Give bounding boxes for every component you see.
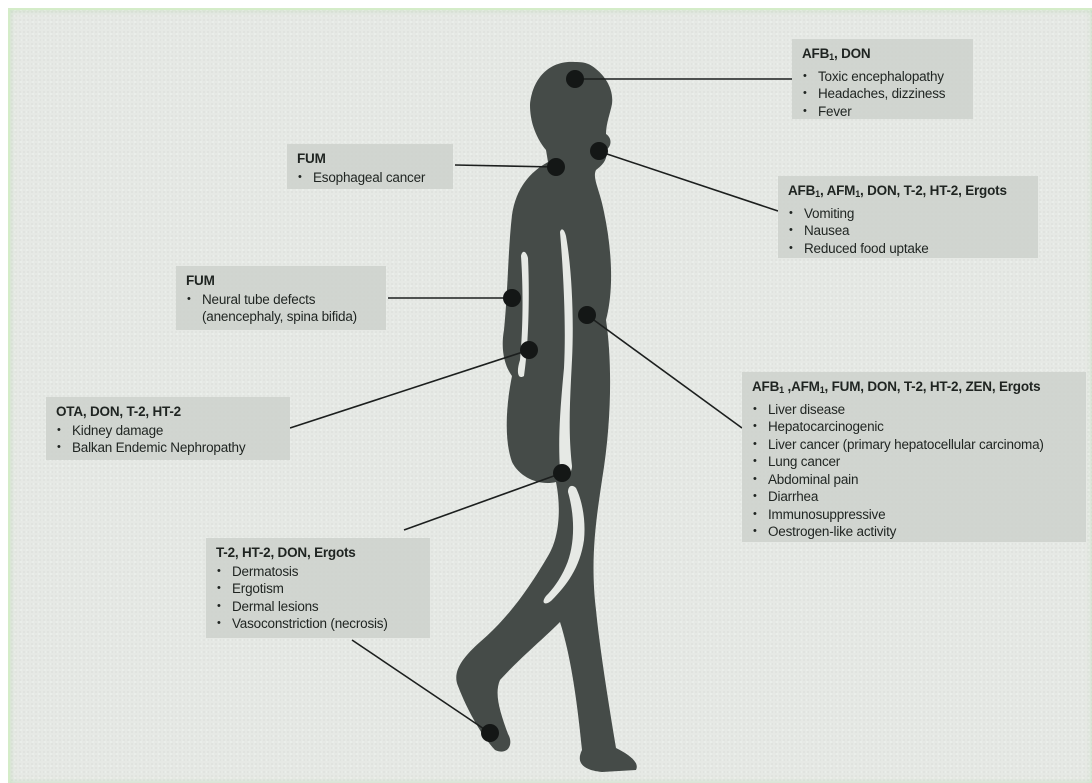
annotation-item: Neural tube defects	[186, 291, 376, 309]
annotation-item: Lung cancer	[752, 453, 1076, 471]
annotation-item: Esophageal cancer	[297, 169, 443, 187]
annotation-item: (anencephaly, spina bifida)	[186, 308, 376, 326]
annotation-item: Ergotism	[216, 580, 420, 598]
annotation-title: FUM	[297, 150, 443, 168]
foot-marker	[481, 724, 499, 742]
skin-annotation: T-2, HT-2, DON, Ergots Dermatosis Ergoti…	[206, 538, 430, 638]
head-annotation: AFB1, DON Toxic encephalopathy Headaches…	[792, 39, 973, 119]
spine-marker	[503, 289, 521, 307]
annotation-title: AFB1, DON	[802, 45, 963, 67]
annotation-item: Dermal lesions	[216, 598, 420, 616]
annotation-item: Nausea	[788, 222, 1028, 240]
skin-marker	[553, 464, 571, 482]
annotation-item: Abdominal pain	[752, 471, 1076, 489]
annotation-title: FUM	[186, 272, 376, 290]
throat-connector	[455, 165, 556, 167]
annotation-item: Toxic encephalopathy	[802, 68, 963, 86]
annotation-item: Headaches, dizziness	[802, 85, 963, 103]
annotation-item: Fever	[802, 103, 963, 121]
annotation-item: Immunosuppressive	[752, 506, 1076, 524]
annotation-title: AFB1, AFM1, DON, T-2, HT-2, Ergots	[788, 182, 1028, 204]
kidney-marker	[520, 341, 538, 359]
annotation-item: Liver disease	[752, 401, 1076, 419]
annotation-item: Oestrogen-like activity	[752, 523, 1076, 541]
annotation-item: Vasoconstriction (necrosis)	[216, 615, 420, 633]
annotation-title: T-2, HT-2, DON, Ergots	[216, 544, 420, 562]
head-marker	[566, 70, 584, 88]
annotation-item: Reduced food uptake	[788, 240, 1028, 258]
annotation-item: Hepatocarcinogenic	[752, 418, 1076, 436]
annotation-item: Liver cancer (primary hepatocellular car…	[752, 436, 1076, 454]
mouth-marker	[590, 142, 608, 160]
annotation-item-continuation: (anencephaly, spina bifida)	[186, 309, 357, 324]
annotation-item: Dermatosis	[216, 563, 420, 581]
throat-annotation: FUM Esophageal cancer	[287, 144, 453, 189]
throat-marker	[547, 158, 565, 176]
annotation-item: Kidney damage	[56, 422, 280, 440]
kidney-connector	[290, 350, 529, 428]
skin-connector	[404, 473, 562, 530]
liver-annotation: AFB1 ,AFM1, FUM, DON, T-2, HT-2, ZEN, Er…	[742, 372, 1086, 542]
annotation-item: Diarrhea	[752, 488, 1076, 506]
annotation-title: AFB1 ,AFM1, FUM, DON, T-2, HT-2, ZEN, Er…	[752, 378, 1076, 400]
mouth-connector	[598, 151, 778, 211]
annotation-title: OTA, DON, T-2, HT-2	[56, 403, 280, 421]
kidney-annotation: OTA, DON, T-2, HT-2 Kidney damage Balkan…	[46, 397, 290, 460]
annotation-item: Balkan Endemic Nephropathy	[56, 439, 280, 457]
liver-connector	[587, 315, 742, 428]
liver-marker	[578, 306, 596, 324]
annotation-item: Vomiting	[788, 205, 1028, 223]
spine-annotation: FUM Neural tube defects (anencephaly, sp…	[176, 266, 386, 330]
mouth-annotation: AFB1, AFM1, DON, T-2, HT-2, Ergots Vomit…	[778, 176, 1038, 258]
human-silhouette	[456, 62, 637, 772]
